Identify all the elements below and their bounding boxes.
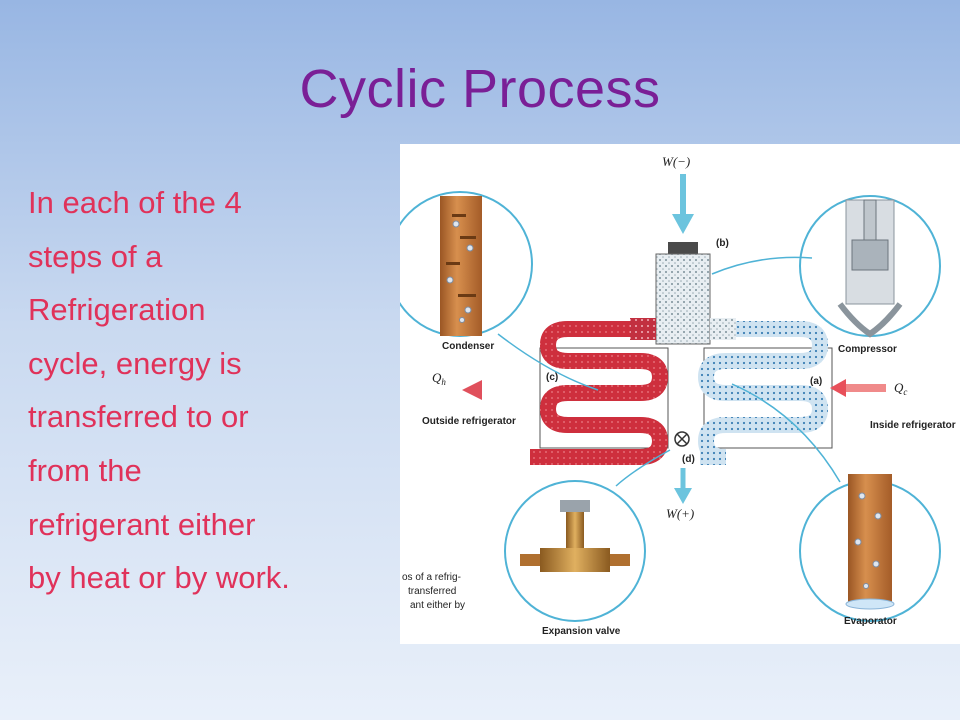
refrigeration-cycle-figure: Condenser Compressor Expansion valve xyxy=(400,144,960,644)
compressor-inset xyxy=(799,195,941,338)
slide-title: Cyclic Process xyxy=(299,59,661,119)
step-d-label: (d) xyxy=(682,454,695,465)
condenser-inset xyxy=(400,191,533,337)
expansion-valve-inset xyxy=(504,480,646,622)
step-b-label: (b) xyxy=(716,238,729,249)
body-line: refrigerant either xyxy=(28,506,256,542)
step-c-label: (c) xyxy=(546,372,558,383)
body-text: In each of the 4 steps of a Refrigeratio… xyxy=(28,176,388,605)
evaporator-label: Evaporator xyxy=(844,616,897,627)
evaporator-coil xyxy=(697,318,833,465)
step-a-label: (a) xyxy=(810,376,822,387)
expansion-valve-label: Expansion valve xyxy=(542,626,621,637)
body-line: In each of the 4 xyxy=(28,185,242,220)
body-line: steps of a xyxy=(28,238,163,274)
caption-line: os of a refrig- xyxy=(402,572,461,583)
body-line: Refrigeration xyxy=(28,292,206,328)
arrow-left-icon xyxy=(462,380,482,400)
caption-line: transferred xyxy=(408,586,456,597)
condenser-coil xyxy=(530,318,669,465)
condenser-label: Condenser xyxy=(442,341,494,352)
evaporator-inset xyxy=(799,474,941,622)
work-in-label: W(−) xyxy=(662,154,690,169)
heat-cold-label: Qc xyxy=(894,380,907,397)
compressor-label: Compressor xyxy=(838,344,897,355)
body-line: by heat or by work. xyxy=(28,560,290,596)
heat-hot-label: Qh xyxy=(432,370,446,387)
refrigeration-diagram: Condenser Compressor Expansion valve xyxy=(400,154,956,637)
caption-line: ant either by xyxy=(410,600,465,611)
body-line: transferred to or xyxy=(28,399,249,435)
compressor-block xyxy=(655,242,711,345)
body-line: from the xyxy=(28,452,142,488)
arrow-down-icon xyxy=(672,214,694,234)
arrow-down-icon xyxy=(674,488,692,504)
outside-label: Outside refrigerator xyxy=(422,416,516,427)
work-out-label: W(+) xyxy=(666,506,694,521)
body-line: cycle, energy is xyxy=(28,345,242,381)
arrow-left-icon xyxy=(830,379,846,397)
expansion-valve-symbol xyxy=(674,431,690,447)
inside-label: Inside refrigerator xyxy=(870,420,956,431)
